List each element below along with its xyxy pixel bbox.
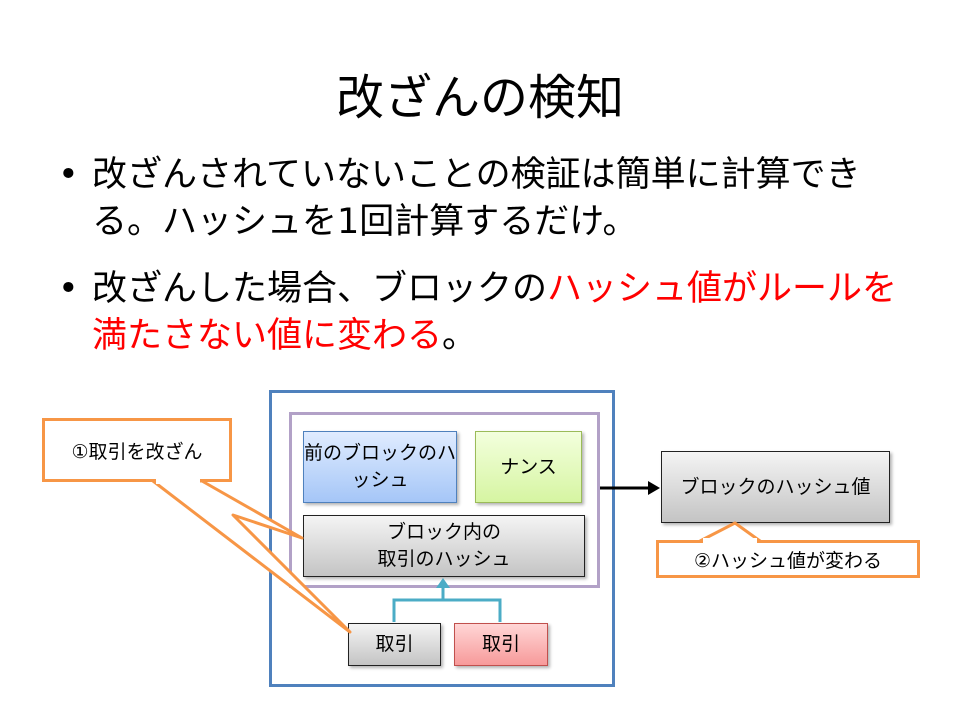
callout2-tail-mask — [703, 538, 757, 544]
right-arrow-head — [648, 481, 660, 495]
tx-merge-connector — [392, 598, 502, 622]
callout1-tail — [151, 479, 352, 634]
tx-hash-line1: ブロック内の — [386, 521, 501, 543]
prev-hash-box: 前のブロックのハッシュ — [303, 431, 457, 503]
tx-hash-line2: 取引のハッシュ — [377, 548, 511, 570]
bullet-text: 改ざんされていないことの検証は簡単に計算できる。ハッシュを1回計算するだけ。 — [92, 155, 861, 242]
bullet-text-normal: 改ざんした場合、ブロックの — [92, 269, 548, 309]
block-hash-box: ブロックのハッシュ値 — [661, 451, 890, 523]
nonce-box: ナンス — [475, 431, 582, 503]
callout-tamper: ①取引を改ざん — [42, 418, 232, 482]
callout1-tail-mask — [156, 476, 200, 484]
bullet-text-highlight: ハッシュ値がルールを満たさない値に変わる — [92, 269, 898, 356]
bullet-1: • 改ざんされていないことの検証は簡単に計算できる。ハッシュを1回計算するだけ。 — [58, 152, 918, 246]
block-frame — [269, 390, 615, 687]
bullet-2: • 改ざんした場合、ブロックのハッシュ値がルールを満たさない値に変わる。 — [58, 266, 918, 360]
bullet-text-end: 。 — [442, 316, 478, 356]
slide-title: 改ざんの検知 — [335, 70, 624, 126]
bullet-dot: • — [58, 155, 79, 195]
callout-hash-changes: ②ハッシュ値が変わる — [656, 540, 920, 578]
bullet-text: 改ざんした場合、ブロックのハッシュ値がルールを満たさない値に変わる。 — [92, 266, 918, 360]
up-arrow-head — [436, 578, 450, 588]
transaction-box-tampered: 取引 — [348, 623, 441, 666]
tx-hash-box: ブロック内の 取引のハッシュ — [303, 515, 585, 577]
bullet-dot: • — [58, 269, 79, 309]
transaction-box: 取引 — [454, 623, 548, 666]
